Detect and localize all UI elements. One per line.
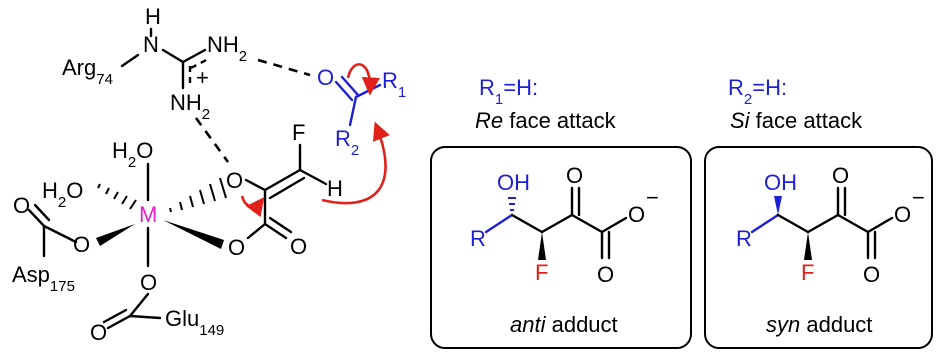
face-anti: Re face attack xyxy=(475,108,617,133)
arrow-enolate-o xyxy=(240,195,265,218)
atom-f: F xyxy=(292,120,305,145)
atom-o-aldehyde: O xyxy=(317,65,334,90)
atom-o-acid1-anti: O xyxy=(628,202,645,227)
bond-o-c-asp xyxy=(42,224,78,244)
bond-c2-c3 xyxy=(263,168,302,192)
atom-f-syn: F xyxy=(801,260,814,285)
face-syn: Si face attack xyxy=(730,108,863,133)
bond-c-o-glu-double1 xyxy=(106,314,132,330)
bond-r-c-syn xyxy=(750,213,780,234)
bond-c-o-asp-double1 xyxy=(27,208,46,228)
hash-water2-m xyxy=(97,183,137,210)
glu-label: Glu149 xyxy=(165,306,224,339)
cond-anti: R1=H: xyxy=(479,75,538,108)
atom-nh2-lower: NH2 xyxy=(170,90,210,123)
hash-oh-anti xyxy=(508,197,516,211)
bond-c1-o1 xyxy=(246,222,267,240)
bond-c-nh2-upper xyxy=(181,48,207,64)
bond-aldehyde-co-double xyxy=(340,75,360,97)
atom-o-acid1-syn: O xyxy=(894,202,911,227)
bond-c-o-asp-double2 xyxy=(33,203,51,222)
bond-c2-c1-anti xyxy=(570,213,604,234)
bond-o-c-glu xyxy=(128,292,150,318)
wedge-m-asp xyxy=(96,224,135,246)
panel-syn: R2=H: Si face attack OH R F O O − O syn … xyxy=(704,75,933,349)
bond-c-glu-chain xyxy=(128,314,162,320)
panel-anti: R1=H: Re face attack OH R F O O − O anti… xyxy=(430,75,692,349)
bond-c3-c2-syn xyxy=(806,213,840,234)
wedge-m-carboxylate xyxy=(163,220,224,249)
bond-arg-n xyxy=(120,53,140,68)
bond-aldehyde-co xyxy=(334,80,354,102)
arrow-enolate-attack xyxy=(321,121,390,205)
atom-h-on-n: H xyxy=(145,4,161,29)
bond-c3-h xyxy=(298,168,328,186)
minus-anti: − xyxy=(646,185,659,210)
atom-r2: R2 xyxy=(335,126,359,159)
minus-syn: − xyxy=(912,185,925,210)
bond-o-c2 xyxy=(244,178,267,192)
bond-c-o-glu-double2 xyxy=(102,308,128,324)
atom-o-asp1: O xyxy=(73,232,90,257)
atom-o-carboxylate2: O xyxy=(290,234,307,259)
bond-c1-o1-syn xyxy=(866,216,894,234)
bond-c1-o2-double xyxy=(268,216,293,234)
caption-syn: syn adduct xyxy=(766,312,872,337)
atom-metal: M xyxy=(139,202,157,227)
bond-r-c-anti xyxy=(484,213,514,234)
atom-o-acid2-anti: O xyxy=(597,262,614,287)
atom-o-carboxylate1: O xyxy=(228,235,245,260)
atom-h-vinyl: H xyxy=(327,176,343,201)
wedge-f-syn xyxy=(804,232,812,260)
bond-c4-c3-syn xyxy=(776,213,810,234)
asp-label: Asp175 xyxy=(12,262,75,295)
bond-c1-o2 xyxy=(263,222,288,240)
atom-o-acid2-syn: O xyxy=(863,262,880,287)
hbond-arg-aldehyde xyxy=(257,58,311,77)
bond-c2-c1-syn xyxy=(836,213,870,234)
bond-c-nh2-upper-delocal xyxy=(190,56,211,70)
bond-n-c xyxy=(161,48,185,64)
wedge-f-anti xyxy=(538,232,546,260)
atom-r-anti: R xyxy=(470,226,486,251)
atom-oh-syn: OH xyxy=(764,170,797,195)
box-anti xyxy=(430,146,692,349)
atom-oh-anti: OH xyxy=(497,170,530,195)
bond-c1-o1-anti xyxy=(600,216,628,234)
atom-r1: R1 xyxy=(382,68,406,101)
atom-o-keto-syn: O xyxy=(832,163,849,188)
atom-o-glu1: O xyxy=(140,270,157,295)
water-1: H2O xyxy=(112,138,153,171)
bond-c3-c2-anti xyxy=(540,213,574,234)
wedge-oh-syn xyxy=(774,196,782,215)
cond-syn: R2=H: xyxy=(728,75,787,108)
bond-c4-c3-anti xyxy=(510,213,544,234)
bond-aldehyde-r2 xyxy=(348,95,358,127)
atom-n-link: N xyxy=(143,32,159,57)
caption-anti: anti adduct xyxy=(510,312,618,337)
active-site-complex: Arg74 N H NH2 + NH2 H2O H2O M xyxy=(12,4,406,345)
charge-plus: + xyxy=(196,65,209,90)
hash-m-enolate xyxy=(169,177,227,213)
arg-label: Arg74 xyxy=(62,55,113,88)
atom-r-syn: R xyxy=(736,226,752,251)
atom-o-keto-anti: O xyxy=(566,163,583,188)
hbond-arg-enolate xyxy=(194,117,230,163)
atom-o-glu2: O xyxy=(90,320,107,345)
bond-aldehyde-r1 xyxy=(354,83,382,99)
arrow-co-pi-to-o xyxy=(346,63,380,96)
box-syn xyxy=(704,146,933,349)
atom-o-asp2: O xyxy=(13,193,30,218)
bond-c2-c3-double xyxy=(268,176,306,200)
atom-nh2-upper: NH2 xyxy=(207,32,247,65)
water-2: H2O xyxy=(42,178,83,211)
atom-o-enolate: O xyxy=(226,168,243,193)
atom-f-anti: F xyxy=(535,260,548,285)
